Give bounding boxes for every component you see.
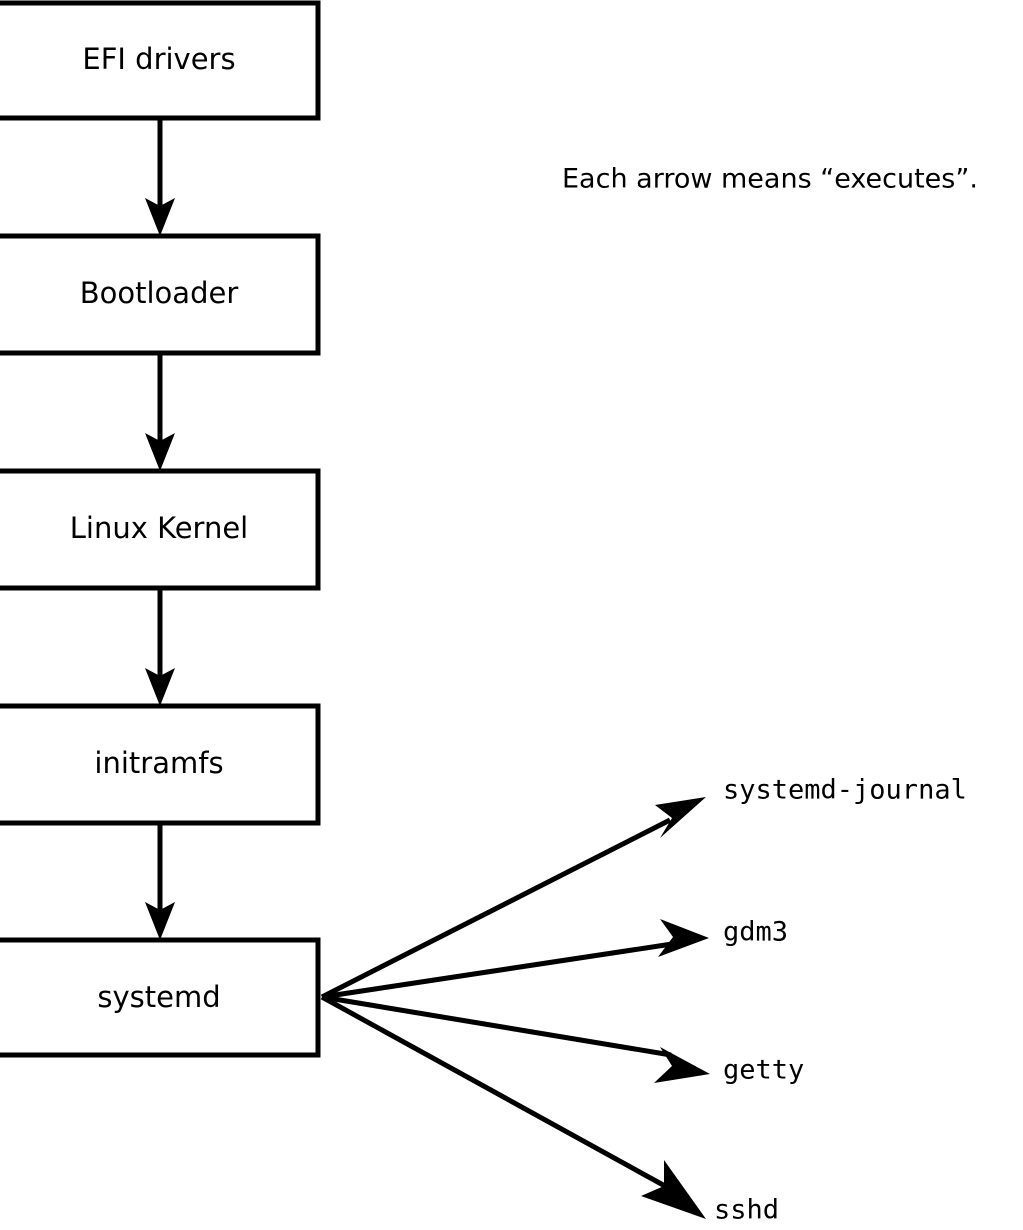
node-systemd[interactable]: systemd <box>0 937 321 1058</box>
arrow-head-icon <box>145 668 175 706</box>
arrow-systemd-to-sshd <box>320 994 706 1219</box>
arrow-initramfs-to-systemd <box>145 823 175 940</box>
node-bootloader[interactable]: Bootloader <box>0 233 321 356</box>
boot-chain-nodes: EFI drivers Bootloader Linux Kernel init… <box>0 0 321 1058</box>
service-label-sshd: sshd <box>714 1195 779 1226</box>
service-label-gdm3: gdm3 <box>723 917 788 948</box>
node-linux-kernel-label: Linux Kernel <box>70 511 248 545</box>
chain-arrows <box>145 118 175 940</box>
arrow-shaft <box>320 817 672 1000</box>
arrow-systemd-to-getty <box>321 994 710 1083</box>
arrow-shaft <box>321 994 672 1058</box>
node-linux-kernel-rect[interactable] <box>0 468 321 591</box>
arrow-systemd-to-systemd-journal <box>320 797 706 1000</box>
node-bootloader-label: Bootloader <box>80 276 239 310</box>
node-initramfs-label: initramfs <box>94 746 223 780</box>
node-efi-drivers-label: EFI drivers <box>82 42 235 76</box>
node-initramfs-rect[interactable] <box>0 703 321 826</box>
node-efi-drivers[interactable]: EFI drivers <box>0 0 321 121</box>
arrow-head-icon <box>145 902 175 940</box>
node-efi-drivers-rect[interactable] <box>0 0 321 121</box>
node-systemd-rect[interactable] <box>0 937 321 1058</box>
arrow-linux-kernel-to-initramfs <box>145 588 175 706</box>
arrow-head-icon <box>658 919 709 957</box>
arrow-bootloader-to-linux-kernel <box>145 353 175 471</box>
service-label-systemd-journal: systemd-journal <box>723 775 967 806</box>
arrow-head-icon <box>654 1047 710 1083</box>
legend: Each arrow means “executes”. <box>562 164 978 195</box>
arrow-shaft <box>321 941 673 1000</box>
arrow-head-icon <box>145 198 175 236</box>
arrow-head-icon <box>655 797 706 838</box>
arrow-efi-drivers-to-bootloader <box>145 118 175 236</box>
node-systemd-label: systemd <box>97 980 220 1014</box>
node-linux-kernel[interactable]: Linux Kernel <box>0 468 321 591</box>
node-initramfs[interactable]: initramfs <box>0 703 321 826</box>
arrow-shaft <box>320 994 667 1189</box>
arrow-head-icon <box>145 433 175 471</box>
arrow-systemd-to-gdm3 <box>321 919 709 1000</box>
service-labels: systemd-journal gdm3 getty sshd <box>714 775 967 1226</box>
service-label-getty: getty <box>723 1055 804 1086</box>
service-fanout-arrows <box>320 797 710 1219</box>
arrow-head-icon <box>641 1160 706 1219</box>
legend-text: Each arrow means “executes”. <box>562 164 978 195</box>
node-bootloader-rect[interactable] <box>0 233 321 356</box>
